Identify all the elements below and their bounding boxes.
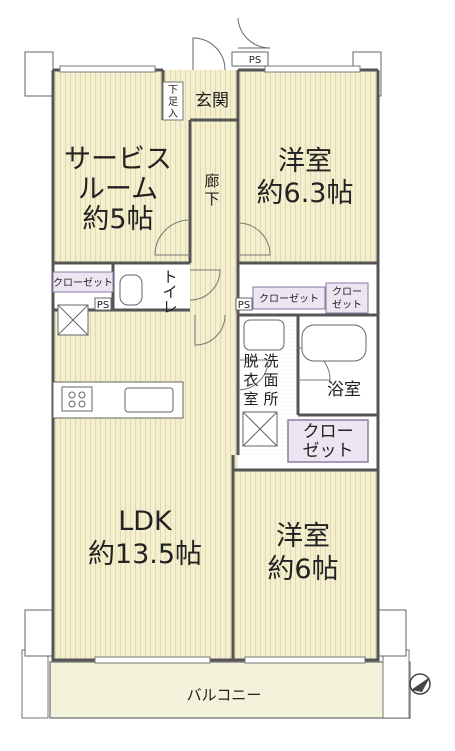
ps-box-left xyxy=(94,297,112,311)
western-room-2-floor xyxy=(233,470,378,660)
windows xyxy=(59,65,366,664)
washroom-char-2: 衣 xyxy=(243,371,258,389)
toilet-char-1: ト xyxy=(162,268,177,286)
hallway-char-2: 下 xyxy=(204,190,219,208)
washroom-char-3: 室 xyxy=(243,390,258,408)
shoe-box-char-3: 入 xyxy=(168,109,178,120)
closet-right-line1: クロー xyxy=(332,286,362,298)
western-room-1-floor xyxy=(238,70,378,263)
balcony-label: バルコニー xyxy=(187,686,262,704)
room-fills xyxy=(53,70,378,660)
hallway-char-1: 廊 xyxy=(204,172,219,190)
closet-mid-label: クローゼット xyxy=(259,293,319,305)
ps-box-right xyxy=(235,297,253,311)
shoe-box-char-1: 下 xyxy=(168,85,178,96)
shoe-box-char-2: 足 xyxy=(168,96,178,108)
service-room-name-1: サービス xyxy=(64,144,172,175)
washroom2-char-3: 所 xyxy=(263,390,278,408)
washroom2-char-2: 面 xyxy=(263,371,278,389)
closet-big-line1: クロー xyxy=(303,422,354,442)
ps-label-top: PS xyxy=(249,55,261,66)
closet-big-line2: ゼット xyxy=(303,441,354,461)
shoe-box xyxy=(162,81,184,121)
western-room-1-size: 約6.3帖 xyxy=(257,178,354,209)
western-room-1-name: 洋室 xyxy=(278,146,332,177)
western-room-2-size: 約6帖 xyxy=(267,554,338,585)
closet-left-label: クローゼット xyxy=(53,277,113,289)
washroom-char-1: 脱 xyxy=(243,352,258,370)
north-arrow-icon xyxy=(409,673,431,695)
washroom2-char-1: 洗 xyxy=(263,352,278,370)
fixtures xyxy=(52,274,367,447)
entrance-doors xyxy=(192,17,271,71)
western-room-2-name: 洋室 xyxy=(276,521,330,552)
service-room-name-2: ルーム xyxy=(78,174,158,205)
hallway-floor xyxy=(190,120,238,315)
ps-label-right: PS xyxy=(238,300,250,311)
service-room-size: 約5帖 xyxy=(82,204,153,235)
ldk-size: 約13.5帖 xyxy=(88,539,202,570)
toilet-char-3: レ xyxy=(162,298,177,316)
bathroom-label: 浴室 xyxy=(327,380,361,400)
toilet-char-2: イ xyxy=(162,283,177,301)
closet-right-line2: ゼット xyxy=(332,299,362,311)
ldk-floor xyxy=(53,310,238,660)
ldk-name: LDK xyxy=(118,506,173,537)
closets xyxy=(52,271,369,463)
ps-label-left: PS xyxy=(97,300,109,311)
entrance-label: 玄関 xyxy=(195,91,229,111)
